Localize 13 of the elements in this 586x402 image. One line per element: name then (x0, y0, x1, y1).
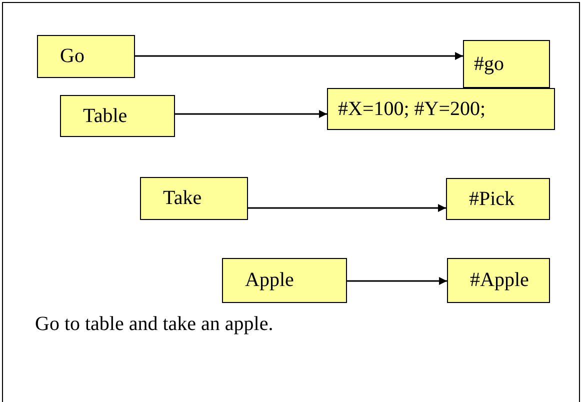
text-box: Table (60, 95, 175, 137)
arrow (347, 277, 447, 285)
text-box: Go (37, 35, 135, 78)
text-box: Apple (222, 258, 347, 303)
text-box: #go (463, 40, 550, 88)
arrow (248, 204, 446, 212)
text-box: Take (140, 177, 248, 220)
text-box: #Pick (446, 178, 550, 220)
arrow (135, 52, 463, 60)
text-box: #X=100; #Y=200; (327, 88, 555, 130)
caption-text: Go to table and take an apple. (35, 313, 274, 336)
arrow (175, 110, 327, 118)
text-box: #Apple (447, 258, 550, 303)
